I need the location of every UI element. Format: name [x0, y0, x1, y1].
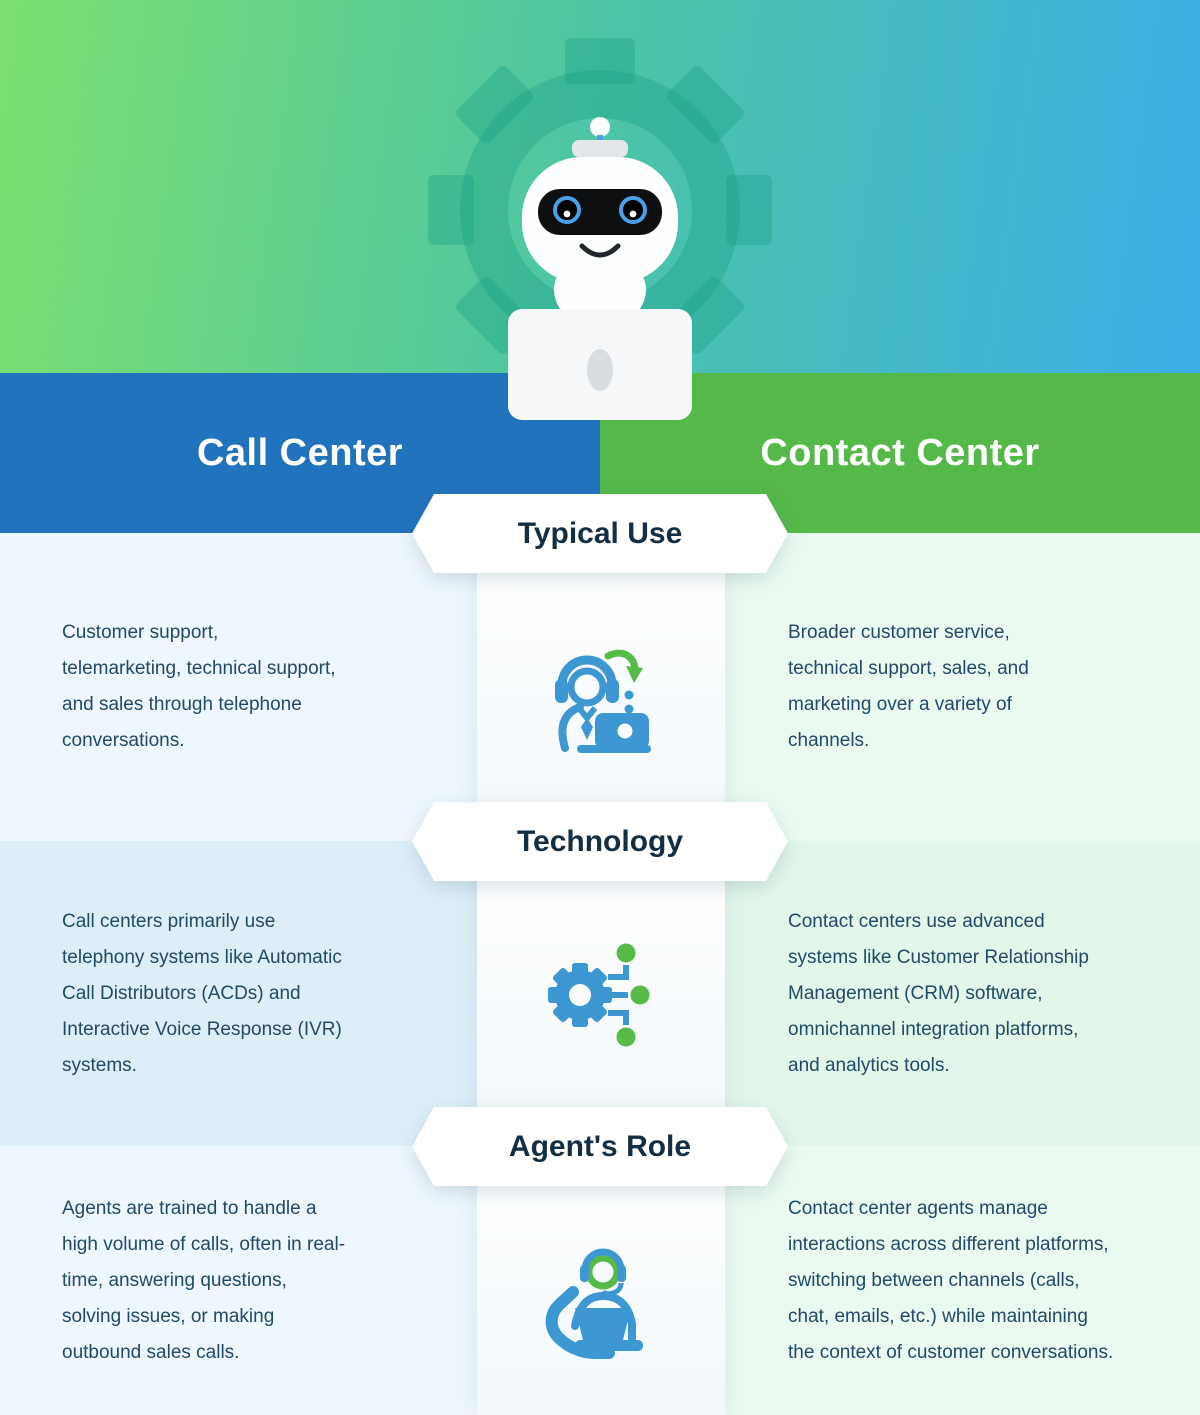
agents-role-call-center-text: Agents are trained to handle a high volu… — [62, 1197, 346, 1363]
technology-contact-center-cell: Contact centers use advanced systems lik… — [725, 841, 1200, 1146]
typical-use-call-center-cell: Customer support, telemarketing, technic… — [0, 533, 477, 841]
technology-call-center-cell: Call centers primarily use telephony sys… — [0, 841, 477, 1146]
typical-use-label: Typical Use — [517, 516, 683, 550]
agents-role-contact-center-cell: Contact center agents manage interaction… — [725, 1146, 1200, 1415]
support-agent-laptop-icon — [555, 649, 651, 753]
robot-eyes — [553, 196, 647, 224]
typical-use-banner: Typical Use — [412, 494, 788, 573]
robot-mascot-icon — [428, 38, 772, 420]
agents-role-label: Agent's Role — [508, 1129, 692, 1163]
gear-network-icon — [548, 943, 650, 1047]
contact-center-title: Contact Center — [760, 431, 1040, 474]
robot-antenna-ball — [590, 117, 610, 137]
technology-contact-center-text: Contact centers use advanced systems lik… — [788, 910, 1089, 1076]
agents-role-call-center-cell: Agents are trained to handle a high volu… — [0, 1146, 477, 1415]
agents-role-banner: Agent's Role — [412, 1107, 788, 1186]
agent-phone-icon — [545, 1248, 643, 1359]
robot-laptop-logo — [587, 349, 613, 391]
technology-call-center-text: Call centers primarily use telephony sys… — [62, 910, 342, 1076]
typical-use-contact-center-text: Broader customer service, technical supp… — [788, 622, 1029, 751]
robot-head-cap — [572, 140, 628, 157]
typical-use-call-center-text: Customer support, telemarketing, technic… — [62, 622, 336, 751]
agents-role-contact-center-text: Contact center agents manage interaction… — [788, 1197, 1114, 1363]
section-typical-use: Customer support, telemarketing, technic… — [0, 533, 1200, 841]
robot-smile — [579, 243, 621, 258]
section-agents-role: Agents are trained to handle a high volu… — [0, 1146, 1200, 1415]
call-center-title: Call Center — [196, 431, 404, 474]
technology-banner: Technology — [412, 802, 788, 881]
technology-label: Technology — [516, 824, 684, 858]
typical-use-contact-center-cell: Broader customer service, technical supp… — [725, 533, 1200, 841]
